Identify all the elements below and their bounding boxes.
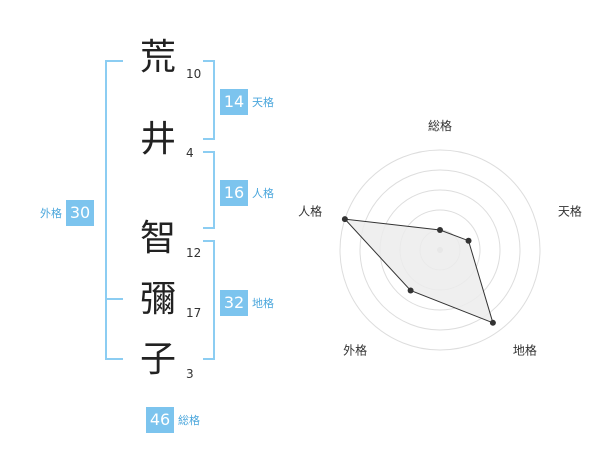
chikaku-label: 地格	[252, 297, 274, 310]
name-char-5: 子	[139, 339, 176, 380]
radar-point-5	[341, 216, 348, 223]
soukaku-value: 46	[146, 407, 174, 433]
soukaku-label: 総格	[178, 414, 200, 427]
radar-axis-label-3: 地格	[513, 342, 537, 357]
radar-point-1	[437, 227, 443, 233]
radar-ring	[359, 169, 521, 331]
tenkaku-value: 14	[220, 89, 248, 115]
radar-point-4	[407, 287, 414, 294]
chikaku-value: 32	[220, 290, 248, 316]
tenkaku-bracket	[203, 60, 215, 140]
radar-axis-label-1: 総格	[428, 118, 452, 133]
chikaku-bracket	[203, 240, 215, 360]
name-char-3: 智	[139, 218, 176, 259]
gaikaku-value: 30	[66, 200, 94, 226]
gaikaku-label: 外格	[40, 207, 62, 220]
stroke-count-1: 10	[186, 67, 202, 81]
radar-ring	[339, 149, 541, 351]
radar-point-3	[489, 319, 496, 326]
radar-points	[341, 216, 496, 326]
radar-axis-label-2: 天格	[558, 204, 582, 219]
jinkaku-value: 16	[220, 180, 248, 206]
name-char-2: 井	[139, 119, 176, 160]
gaikaku-bracket-tick	[105, 298, 123, 300]
tenkaku-label: 天格	[252, 96, 274, 109]
name-char-1: 荒	[139, 37, 176, 78]
radar-axis-label-4: 外格	[343, 342, 367, 357]
name-char-4: 彌	[139, 279, 176, 320]
radar-point-2	[465, 237, 472, 244]
jinkaku-badge: 16 人格	[220, 180, 274, 206]
radar-axis-label-5: 人格	[298, 204, 322, 219]
chikaku-badge: 32 地格	[220, 290, 274, 316]
stroke-count-2: 4	[186, 146, 194, 160]
soukaku-badge: 46 総格	[146, 407, 200, 433]
tenkaku-badge: 14 天格	[220, 89, 274, 115]
stroke-count-3: 12	[186, 246, 202, 260]
stroke-count-5: 3	[186, 367, 194, 381]
jinkaku-label: 人格	[252, 187, 274, 200]
stroke-count-4: 17	[186, 306, 202, 320]
gaikaku-bracket	[105, 60, 123, 360]
gaikaku-badge: 外格 30	[40, 200, 94, 226]
jinkaku-bracket	[203, 151, 215, 229]
radar-data-area	[343, 218, 494, 324]
